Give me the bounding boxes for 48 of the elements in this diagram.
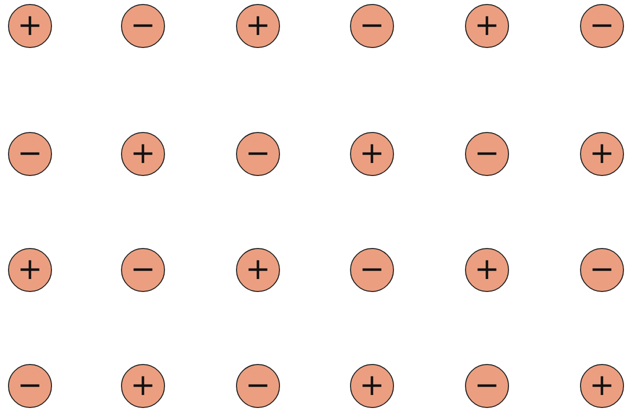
charge-sign: + [359, 371, 385, 401]
ion-circle [121, 132, 165, 176]
charge-sign: + [474, 11, 500, 41]
charge-sign: + [359, 139, 385, 169]
ion-circle [580, 364, 624, 408]
charge-sign: − [359, 11, 385, 41]
charge-sign: − [474, 139, 500, 169]
ion-circle [465, 364, 509, 408]
charge-sign: + [589, 139, 615, 169]
charge-sign: − [17, 139, 43, 169]
charge-sign: − [589, 255, 615, 285]
ion-circle [121, 364, 165, 408]
ion-circle [8, 4, 52, 48]
charge-sign: + [245, 255, 271, 285]
ion-circle [350, 132, 394, 176]
charge-sign: + [474, 255, 500, 285]
charge-sign: − [17, 371, 43, 401]
charge-sign: − [245, 139, 271, 169]
charge-sign: − [130, 255, 156, 285]
ion-circle [580, 248, 624, 292]
ion-circle [121, 4, 165, 48]
ion-circle [465, 248, 509, 292]
charge-sign: + [130, 371, 156, 401]
ion-circle [8, 364, 52, 408]
charge-sign: + [245, 11, 271, 41]
ion-circle [8, 132, 52, 176]
ion-circle [350, 248, 394, 292]
charge-sign: − [474, 371, 500, 401]
charge-sign: − [589, 11, 615, 41]
charge-sign: + [130, 139, 156, 169]
charge-sign: − [359, 255, 385, 285]
ion-circle [8, 248, 52, 292]
charge-sign: − [245, 371, 271, 401]
ion-circle [465, 4, 509, 48]
ion-circle [236, 4, 280, 48]
ion-circle [236, 364, 280, 408]
ion-circle [236, 132, 280, 176]
charge-sign: + [589, 371, 615, 401]
charge-sign: + [17, 11, 43, 41]
ion-circle [465, 132, 509, 176]
charge-sign: − [130, 11, 156, 41]
ion-circle [350, 364, 394, 408]
ion-circle [121, 248, 165, 292]
charge-sign: + [17, 255, 43, 285]
ion-circle [580, 4, 624, 48]
ion-circle [236, 248, 280, 292]
ion-circle [580, 132, 624, 176]
ion-circle [350, 4, 394, 48]
